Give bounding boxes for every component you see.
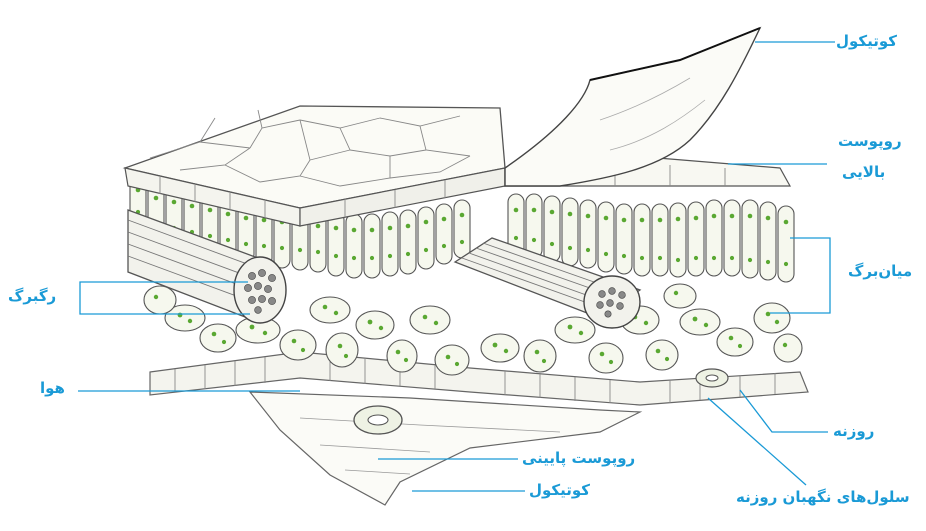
upper-epidermis-label-line2: بالایی [842, 163, 885, 181]
stoma-label: روزنه [833, 422, 874, 440]
upper-cuticle-flap [505, 28, 760, 186]
cuticle-top-label: کوتیکول [836, 32, 897, 50]
upper-epidermis-label-line1: روپوست [838, 132, 902, 150]
cuticle-bottom-label: کوتیکول [529, 481, 590, 499]
guard-cells-label: سلول‌های نگهبان روزنه [736, 488, 910, 506]
lower-epidermis-label: روپوست پایینی [522, 449, 635, 467]
mesophyll-label: میان‌برگ [848, 262, 912, 280]
vein-label: رگبرگ [8, 287, 56, 305]
air-label: هوا [40, 379, 65, 397]
